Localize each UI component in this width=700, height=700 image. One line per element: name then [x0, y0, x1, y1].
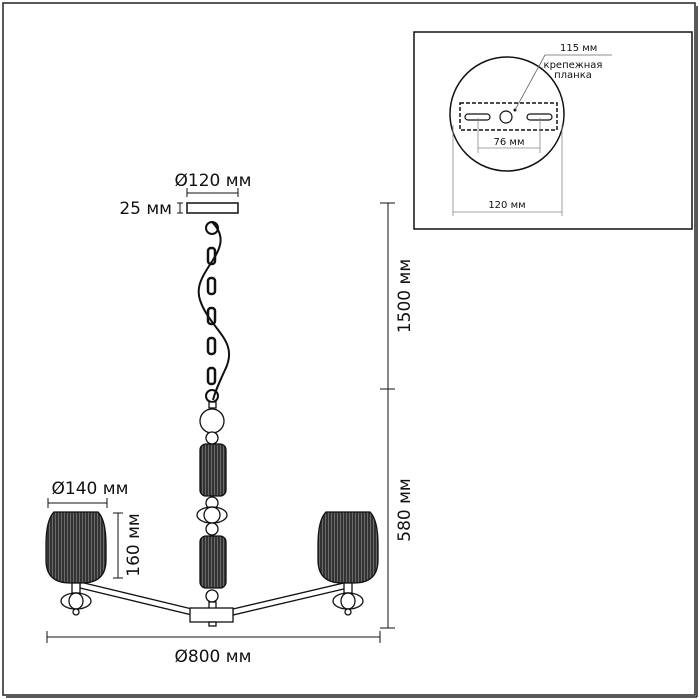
hole-spacing-label: 76 мм	[494, 137, 525, 148]
shade-diameter-label: Ø140 мм	[52, 479, 129, 499]
left-shade	[45, 511, 107, 616]
canopy	[186, 202, 239, 214]
plate-label-line1: крепежная	[544, 60, 603, 71]
height-dim	[380, 202, 395, 629]
plate-label-line2: планка	[554, 70, 592, 81]
shade-height-dim	[113, 512, 123, 579]
canopy-width-label: 120 мм	[488, 200, 525, 211]
right-shade	[317, 511, 379, 616]
shade-height-label: 160 мм	[124, 513, 144, 577]
canopy-height-dim	[177, 202, 183, 214]
canopy-diameter-label: Ø120 мм	[175, 171, 252, 191]
overall-diameter-dim	[46, 631, 381, 643]
canopy-diameter-dim	[186, 188, 239, 197]
central-stem	[196, 401, 228, 611]
shade-diameter-dim	[47, 498, 108, 508]
mounting-inset	[413, 31, 693, 230]
plate-length-label: 115 мм	[560, 43, 597, 54]
arms	[79, 581, 349, 627]
chain-length-label: 1500 мм	[395, 259, 415, 333]
overall-diameter-label: Ø800 мм	[175, 647, 252, 667]
canopy-height-label: 25 мм	[119, 199, 172, 219]
chain	[197, 221, 231, 403]
body-height-label: 580 мм	[395, 478, 415, 542]
